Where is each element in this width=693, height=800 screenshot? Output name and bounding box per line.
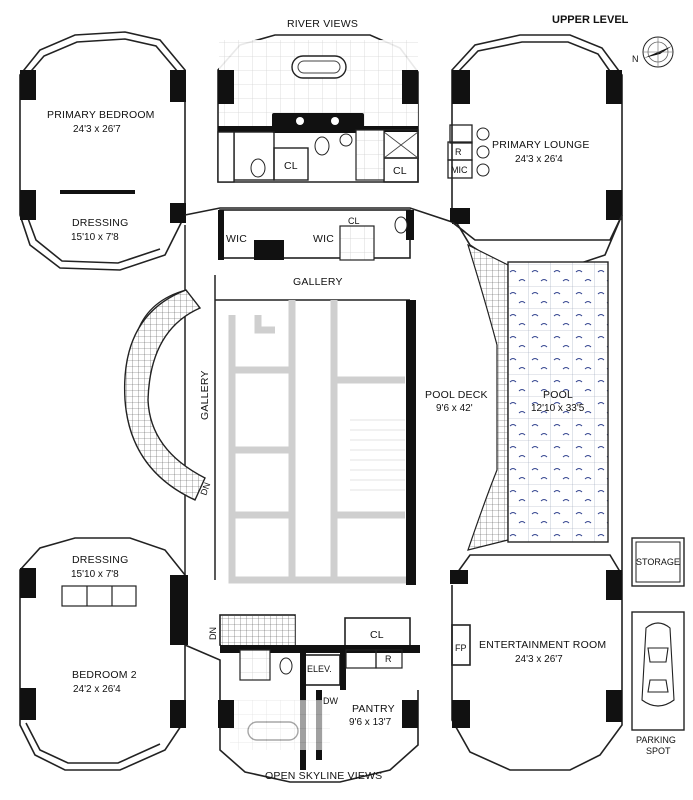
closet-label-4: CL	[370, 629, 384, 641]
closet-label-3: CL	[348, 216, 360, 226]
closet-label-1: CL	[284, 160, 298, 172]
storage-label: STORAGE	[636, 557, 680, 567]
entertainment-dim: 24'3 x 26'7	[515, 654, 563, 665]
dishwasher-label: DW	[323, 696, 338, 706]
river-views-label: RIVER VIEWS	[287, 18, 358, 30]
storage-box	[631, 537, 685, 587]
dressing-top-dim: 15'10 x 7'8	[71, 232, 119, 243]
dressing-bottom-dim: 15'10 x 7'8	[71, 569, 119, 580]
entertainment-name: ENTERTAINMENT ROOM	[479, 639, 606, 651]
primary-bedroom-dim: 24'3 x 26'7	[73, 124, 121, 135]
skyline-views-label: OPEN SKYLINE VIEWS	[265, 770, 382, 782]
bedroom2-name: BEDROOM 2	[72, 669, 137, 681]
fixture-r-top: R	[455, 147, 462, 157]
pantry-dim: 9'6 x 13'7	[349, 717, 392, 728]
pool-steps-left	[467, 243, 509, 551]
north-compass-icon	[642, 36, 674, 68]
dressing-top-name: DRESSING	[72, 217, 128, 229]
level-title: UPPER LEVEL	[552, 14, 629, 26]
wic-label-2: WIC	[313, 233, 334, 245]
pool-deck-name: POOL DECK	[425, 389, 488, 401]
spiral-stair	[123, 289, 206, 501]
fixture-r-bottom: R	[385, 654, 392, 664]
parking-label-1: PARKING	[636, 735, 676, 745]
lower-level-ghost	[228, 300, 410, 584]
closet-label-2: CL	[393, 165, 407, 177]
gallery-top-label: GALLERY	[293, 276, 343, 288]
bedroom2-dim: 24'2 x 26'4	[73, 684, 121, 695]
wic-label-1: WIC	[226, 233, 247, 245]
stair-down-label-bottom: DN	[208, 627, 218, 640]
pantry-name: PANTRY	[352, 703, 395, 715]
fixture-mic: MIC	[451, 165, 468, 175]
car-icon	[641, 622, 675, 707]
elevator-label: ELEV.	[307, 664, 332, 674]
parking-label-2: SPOT	[646, 746, 671, 756]
stair-down-label-top: DN	[198, 481, 212, 497]
compass-north-label: N	[632, 54, 639, 64]
gallery-side-label: GALLERY	[199, 370, 211, 420]
primary-lounge-name: PRIMARY LOUNGE	[492, 139, 590, 151]
primary-lounge-dim: 24'3 x 26'4	[515, 154, 563, 165]
pool-deck-dim: 9'6 x 42'	[436, 403, 473, 414]
primary-bedroom-name: PRIMARY BEDROOM	[47, 109, 155, 121]
pool-water	[507, 261, 609, 543]
parking-box	[631, 611, 685, 731]
pool-dim: 12'10 x 33'5	[531, 403, 585, 414]
pool-name: POOL	[543, 389, 573, 401]
dressing-bottom-name: DRESSING	[72, 554, 128, 566]
fireplace-label: FP	[455, 643, 467, 653]
